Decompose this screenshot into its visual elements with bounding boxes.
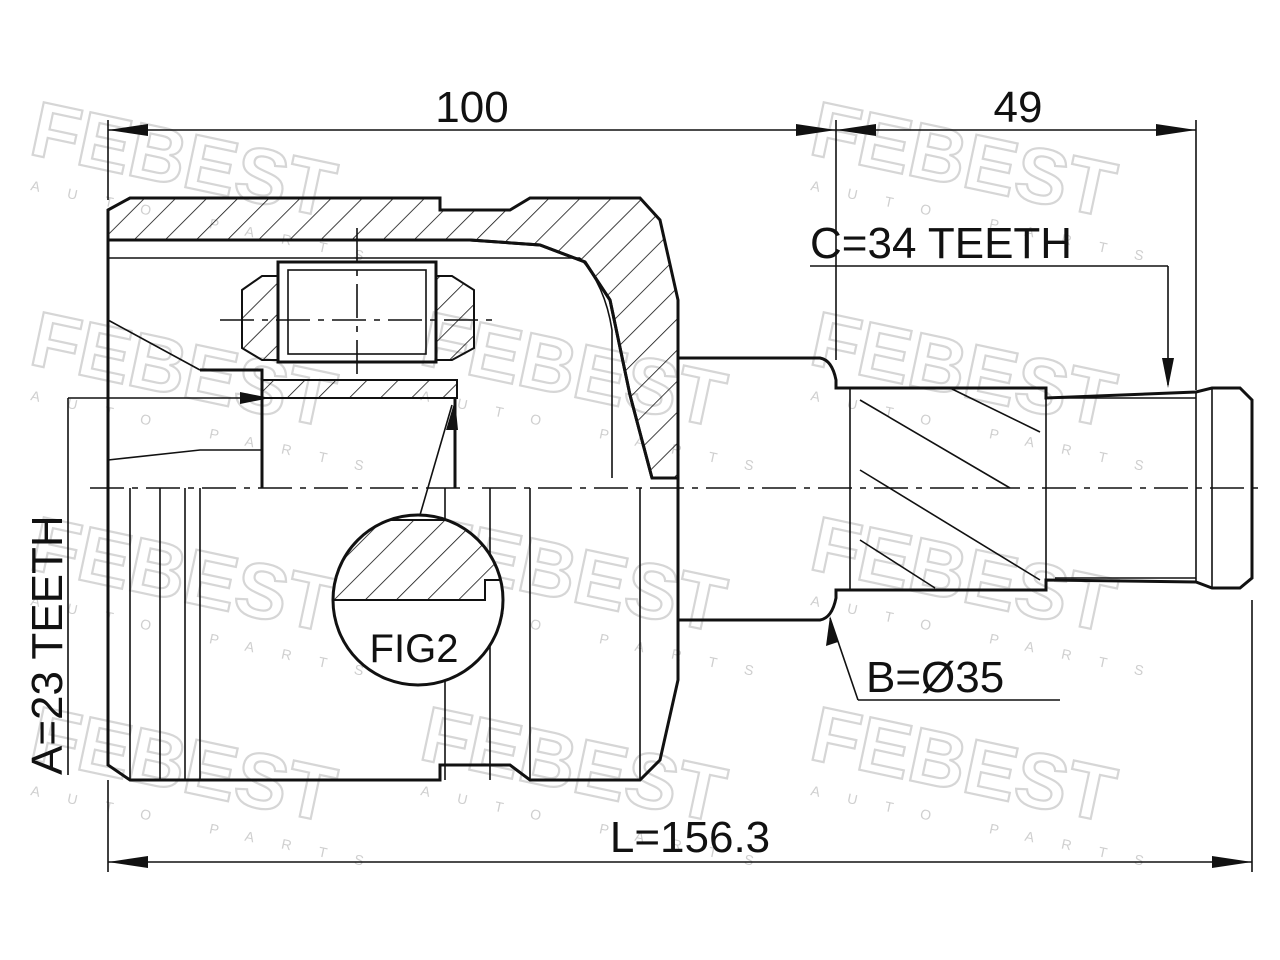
dimension-49-label: 49: [994, 83, 1043, 132]
tripod-roller: [107, 228, 500, 488]
spline-a-label: A=23 TEETH: [23, 515, 72, 775]
dimension-shaft-length: 49: [836, 83, 1197, 390]
spline-c-label: C=34 TEETH: [810, 219, 1072, 268]
housing-section: [106, 196, 680, 480]
spline-c-callout: C=34 TEETH: [810, 219, 1174, 388]
spline-a-callout: A=23 TEETH: [23, 392, 270, 775]
fig2-label: FIG2: [370, 627, 459, 671]
diameter-b-label: B=Ø35: [866, 653, 1004, 702]
housing-exterior: [106, 210, 680, 782]
dimension-housing-length: 100: [107, 83, 837, 360]
dimension-total-length: L=156.3: [107, 600, 1253, 872]
dimension-total-label: L=156.3: [610, 813, 770, 862]
dimension-100-label: 100: [435, 83, 508, 132]
fig2-detail: FIG2: [331, 400, 505, 687]
diameter-b-callout: B=Ø35: [826, 616, 1060, 702]
